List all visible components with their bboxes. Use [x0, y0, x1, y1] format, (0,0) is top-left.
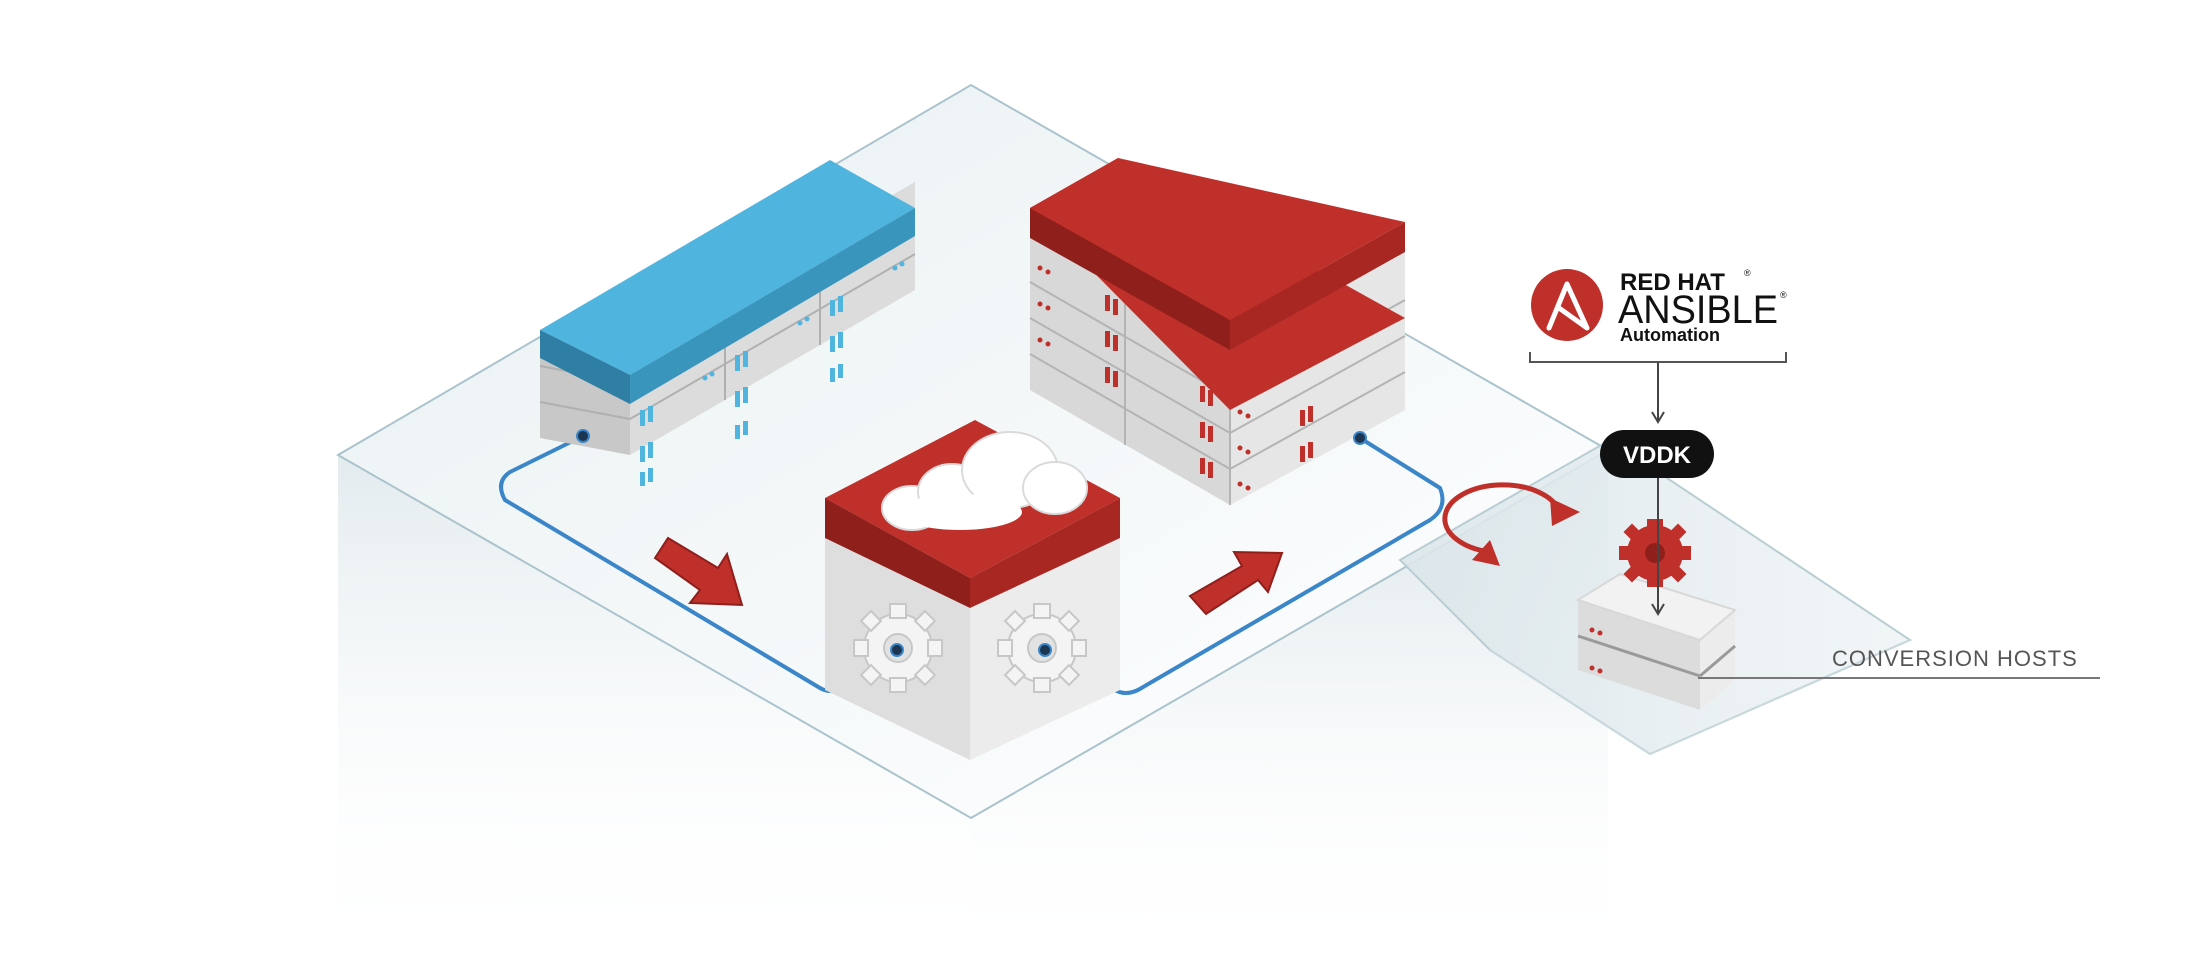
connector-logo-to-vddk: [1651, 362, 1665, 424]
sync-cycle-icon: [1442, 482, 1580, 566]
conversion-host: [1575, 519, 1738, 710]
arrow-right-icon: [653, 536, 744, 607]
registered-mark: ®: [1744, 268, 1751, 278]
ansible-logo: RED HAT ® ANSIBLE ® Automation: [1529, 268, 1787, 363]
brand-line-automation: Automation: [1620, 325, 1720, 345]
cloud-icon: [881, 431, 1088, 531]
cloud-platform-block: [825, 420, 1120, 760]
brand-line-redhat: RED HAT: [1620, 269, 1725, 296]
arrow-right-icon: [1188, 550, 1284, 616]
registered-mark: ®: [1780, 290, 1787, 300]
connector-vddk-to-host: [1651, 478, 1665, 616]
gear-icon: [1619, 519, 1691, 587]
source-server-rack: [539, 160, 916, 486]
conversion-hosts-callout: CONVERSION HOSTS: [1698, 646, 2100, 679]
conversion-hosts-label: CONVERSION HOSTS: [1832, 646, 2078, 671]
brand-line-ansible: ANSIBLE: [1618, 288, 1778, 332]
logo-bracket: [1529, 352, 1787, 363]
vddk-label: VDDK: [1623, 442, 1692, 469]
target-server-rack: [1029, 158, 1406, 505]
ansible-a-icon: [1531, 269, 1603, 341]
vddk-badge: VDDK: [1600, 430, 1714, 478]
